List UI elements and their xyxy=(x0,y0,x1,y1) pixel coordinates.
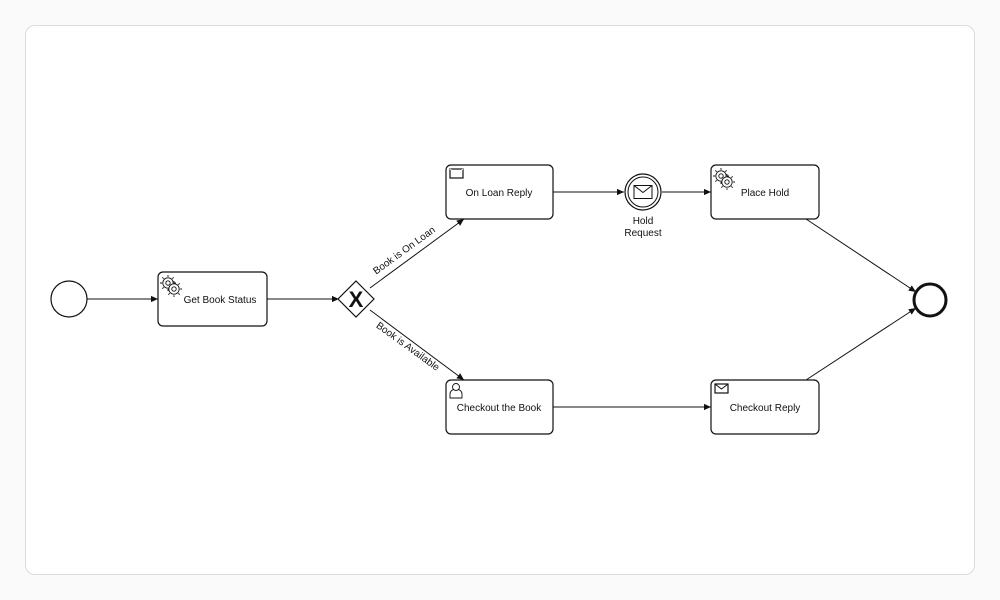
task-label: Checkout the Book xyxy=(457,403,542,414)
hold-request-label-line2: Request xyxy=(624,228,661,239)
flow-checkout-reply-to-end[interactable] xyxy=(805,307,917,381)
gateway-x-icon: X xyxy=(349,287,364,312)
exclusive-gateway[interactable]: X xyxy=(337,280,375,318)
flow-label-on-loan: Book is On Loan xyxy=(371,225,437,277)
task-checkout-reply[interactable]: Checkout Reply xyxy=(710,379,820,435)
flow-gateway-to-checkout[interactable] xyxy=(369,309,465,381)
envelope-icon xyxy=(633,185,653,199)
flow-gateway-to-on-loan-reply[interactable] xyxy=(369,218,465,289)
receive-message-icon xyxy=(714,383,729,394)
hold-request-event[interactable] xyxy=(624,173,662,211)
end-event[interactable] xyxy=(912,282,948,318)
user-icon xyxy=(449,383,463,399)
task-label: Get Book Status xyxy=(184,295,257,306)
hold-request-label-line1: Hold xyxy=(633,216,654,227)
task-on-loan-reply[interactable]: On Loan Reply xyxy=(445,164,554,220)
task-get-book-status[interactable]: Get Book Status xyxy=(157,271,268,327)
task-checkout-the-book[interactable]: Checkout the Book xyxy=(445,379,554,435)
send-message-icon xyxy=(449,168,464,179)
task-label: Checkout Reply xyxy=(730,403,801,414)
flow-label-available: Book is Available xyxy=(374,320,442,373)
gear-icon xyxy=(160,275,182,297)
start-event[interactable] xyxy=(50,280,88,318)
task-label: On Loan Reply xyxy=(466,188,533,199)
gear-icon xyxy=(713,168,735,190)
task-label: Place Hold xyxy=(741,188,789,199)
task-place-hold[interactable]: Place Hold xyxy=(710,164,820,220)
flow-place-hold-to-end[interactable] xyxy=(805,218,917,293)
